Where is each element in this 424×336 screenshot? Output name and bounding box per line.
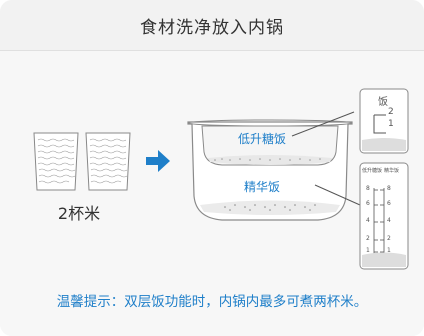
upper-water-gauge (359, 88, 409, 154)
lower-gauge-header-2: 精华饭 (384, 168, 400, 174)
rice-cup-left (33, 132, 79, 191)
upper-gauge-mark-1: 1 (388, 119, 394, 129)
lower-gauge-left-4: 4 (366, 217, 370, 224)
rice-quantity-label: 2杯米 (57, 204, 101, 223)
lower-gauge-left-1: 1 (366, 247, 370, 254)
lower-water-gauge (359, 162, 409, 270)
rice-cup-right (85, 132, 131, 191)
lower-gauge-left-6: 6 (366, 200, 370, 207)
upper-gauge-title: 饭 (378, 97, 388, 108)
lower-gauge-header-1: 低升糖饭 (362, 168, 383, 174)
diagram-svg (33, 88, 409, 270)
footer-tip: 温馨提示：双层饭功能时，内锅内最多可煮两杯米。 (56, 294, 368, 310)
lower-gauge-left-8: 8 (366, 185, 370, 192)
lower-gauge-left-2: 2 (366, 235, 370, 242)
pointer-lines (291, 111, 361, 206)
lower-gauge-right-1: 1 (387, 247, 391, 254)
upper-gauge-mark-2: 2 (388, 107, 394, 117)
lower-gauge-right-8: 8 (387, 185, 391, 192)
header-title: 食材洗净放入内锅 (0, 0, 424, 51)
lower-gauge-right-6: 6 (387, 200, 391, 207)
diagram-area: 2杯米 低升糖饭 精华饭 饭 2 1 低升糖饭 精华饭 8 6 4 2 1 8 … (0, 51, 424, 336)
lower-layer-label: 精华饭 (244, 180, 281, 194)
lower-gauge-right-4: 4 (387, 217, 391, 224)
lower-gauge-right-2: 2 (387, 235, 391, 242)
upper-layer-label: 低升糖饭 (238, 132, 287, 146)
inner-pot (187, 119, 353, 221)
arrow-right-icon (146, 150, 170, 172)
